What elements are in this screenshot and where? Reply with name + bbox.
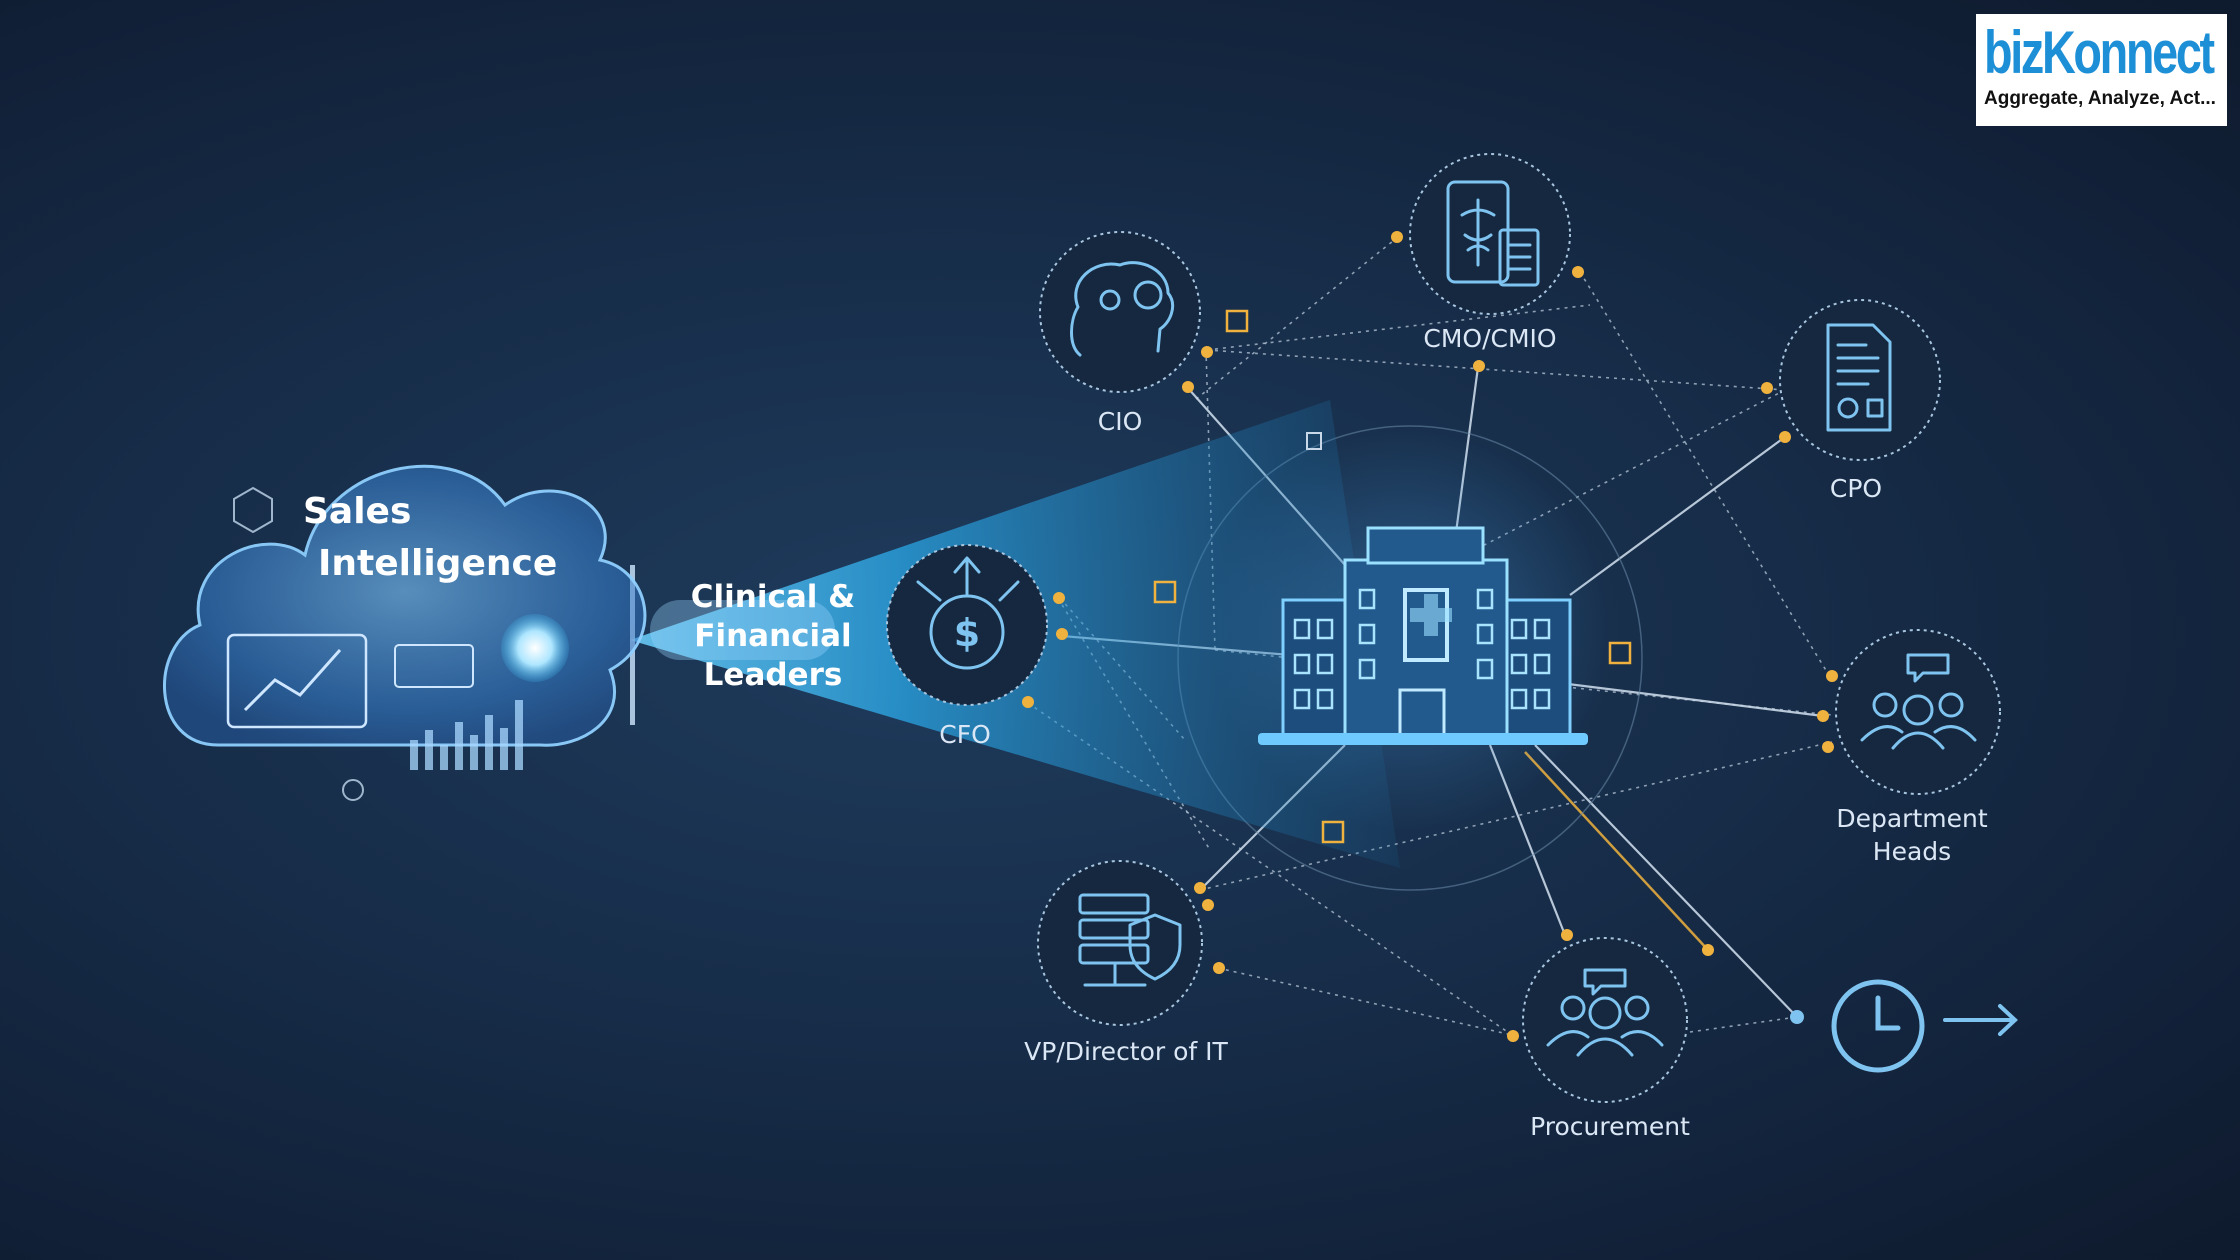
beam-highlight	[650, 600, 835, 660]
node-vp-director-it: VP/Director of IT	[1024, 860, 1229, 1066]
node-label: CMO/CMIO	[1423, 324, 1556, 353]
connection-dots	[1022, 231, 1838, 1042]
trend-chart-icon	[226, 633, 368, 729]
team-chat-icon	[1860, 653, 1977, 750]
cloud-title-line2: Intelligence	[318, 543, 557, 584]
node-cio: CIO	[1039, 231, 1201, 436]
glow-orb-icon	[501, 614, 569, 682]
team-icon	[1546, 968, 1664, 1057]
clock-arrow-icon	[1831, 979, 2018, 1073]
node-label-line2: Heads	[1873, 837, 1951, 866]
beam-label-line2: Financial	[694, 618, 851, 654]
svg-text:$: $	[954, 611, 980, 655]
tablet-caduceus-icon	[1446, 180, 1540, 287]
node-procurement: Procurement	[1522, 937, 1690, 1141]
beam-label: Clinical & Financial Leaders	[691, 579, 855, 693]
gear-small-icon	[342, 779, 364, 801]
node-department-heads: Department Heads	[1835, 629, 2001, 866]
bar-graph-icon	[410, 700, 523, 770]
node-label: CPO	[1830, 474, 1882, 503]
server-shield-icon	[1078, 893, 1182, 987]
beam-label-line3: Leaders	[704, 657, 843, 693]
brand-logo: bizKonnect Aggregate, Analyze, Act...	[1976, 14, 2227, 126]
node-cpo: CPO	[1779, 299, 1941, 503]
check-markers	[1153, 309, 1632, 844]
node-cmo-cmio: CMO/CMIO	[1409, 153, 1571, 353]
node-label: CFO	[939, 720, 991, 749]
node-label: Procurement	[1530, 1112, 1690, 1141]
brand-tagline: Aggregate, Analyze, Act...	[1984, 88, 2216, 109]
sales-intelligence-cloud: Sales Intelligence	[162, 464, 647, 801]
connection-lines	[1027, 236, 1833, 1036]
hexagon-icon	[233, 486, 273, 534]
node-label: VP/Director of IT	[1024, 1037, 1228, 1066]
dollar-arrows-icon: $	[916, 556, 1020, 670]
node-cfo: $ CFO	[886, 544, 1048, 749]
brand-name: bizKonnect	[1984, 19, 2215, 86]
beam-label-line1: Clinical &	[691, 579, 855, 615]
data-panel-icon	[394, 644, 474, 688]
brain-gears-icon	[1070, 261, 1174, 357]
cloud-title-line1: Sales	[303, 491, 411, 532]
hospital-icon	[1210, 430, 1610, 830]
document-icon	[1826, 323, 1892, 432]
node-label: CIO	[1098, 407, 1143, 436]
node-label-line1: Department	[1836, 804, 1987, 833]
